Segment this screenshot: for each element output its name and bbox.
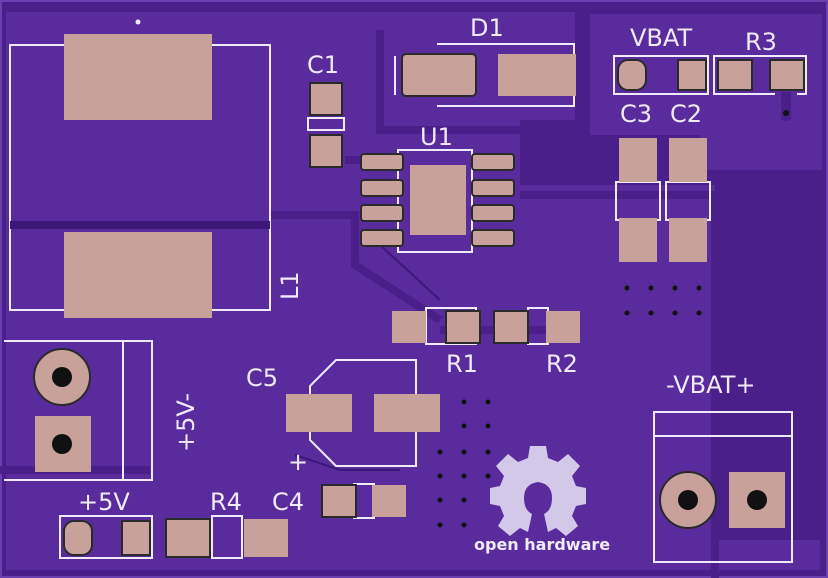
c3-pad-2: [619, 218, 657, 262]
ic-u1: U1: [360, 123, 515, 253]
open-hardware-gear-icon: [490, 446, 586, 536]
label-c1: C1: [307, 51, 339, 79]
r1-pad-2: [445, 310, 481, 344]
copper-pour: [6, 12, 822, 570]
terminal-vbat: -VBAT+: [653, 371, 793, 563]
u1-right-pads: [471, 153, 515, 247]
label-d1: D1: [470, 14, 504, 42]
u1-left-pads: [360, 153, 404, 247]
label-vbat-top: VBAT: [630, 24, 692, 52]
r3-pad-2: [769, 59, 805, 91]
c5-pad-negative: [374, 394, 440, 432]
resistor-r1: R1: [392, 307, 481, 378]
label-c2: C2: [670, 100, 702, 128]
r4-pad-1: [165, 518, 211, 558]
capacitor-c1: C1: [307, 51, 345, 168]
c2-pad-2: [669, 218, 707, 262]
vbat-pad-1: [617, 59, 647, 91]
vbat-pad-2: [677, 59, 707, 91]
capacitor-c3: C3: [615, 100, 661, 262]
c4-pad-2: [372, 485, 406, 517]
diode-d1: D1: [394, 14, 576, 107]
label-open-hardware: open hardware: [474, 535, 610, 554]
c1-pad-1: [309, 82, 343, 116]
r2-pad-2: [546, 311, 580, 343]
via: [783, 110, 789, 116]
label-u1: U1: [420, 123, 453, 151]
led-pad-2: [121, 520, 151, 556]
resistor-r4: R4: [165, 488, 288, 559]
r4-pad-2: [244, 519, 288, 557]
inductor-l1: L1: [9, 19, 304, 318]
thin-traces: [294, 244, 441, 471]
c3-pad-1: [619, 138, 657, 182]
l1-pad-top: [64, 34, 212, 120]
r3-pad-1: [717, 59, 753, 91]
u1-thermal-pad: [410, 165, 466, 235]
label-c5: C5: [246, 364, 278, 392]
label-c3: C3: [620, 100, 652, 128]
label-r4: R4: [210, 488, 242, 516]
r1-pad-1: [392, 311, 426, 343]
label-l1: L1: [276, 271, 304, 300]
resistor-r2: R2: [493, 307, 580, 378]
via-grid-center: [437, 399, 491, 528]
capacitor-c5: C5 +: [246, 359, 440, 476]
c4-pad-1: [321, 484, 357, 518]
r2-pad-1: [493, 310, 529, 344]
label-c4: C4: [272, 488, 304, 516]
capacitor-c2: C2: [665, 100, 711, 262]
label-5v: +5V: [78, 488, 130, 516]
label-vbat-terminal: -VBAT+: [666, 371, 755, 399]
label-r2: R2: [546, 350, 578, 378]
via-grid-right: [624, 285, 702, 316]
led-5v: +5V: [59, 488, 153, 559]
label-r1: R1: [446, 350, 478, 378]
resistor-r3: R3: [713, 28, 807, 128]
c1-pad-2: [309, 134, 343, 168]
pin1-dot: [135, 19, 141, 25]
terminal-5v: +5V-: [4, 340, 200, 481]
l1-pad-bottom: [64, 232, 212, 318]
c2-pad-1: [669, 138, 707, 182]
label-5v-terminal: +5V-: [172, 393, 200, 452]
label-r3: R3: [745, 28, 777, 56]
d1-pad-cathode: [401, 53, 477, 97]
label-c5-plus: +: [288, 448, 308, 476]
vbat-header-top: VBAT: [613, 24, 709, 95]
capacitor-c4: C4: [272, 483, 406, 519]
led-pad-1: [63, 520, 93, 556]
c5-pad-positive: [286, 394, 352, 432]
d1-pad-anode: [498, 54, 576, 96]
